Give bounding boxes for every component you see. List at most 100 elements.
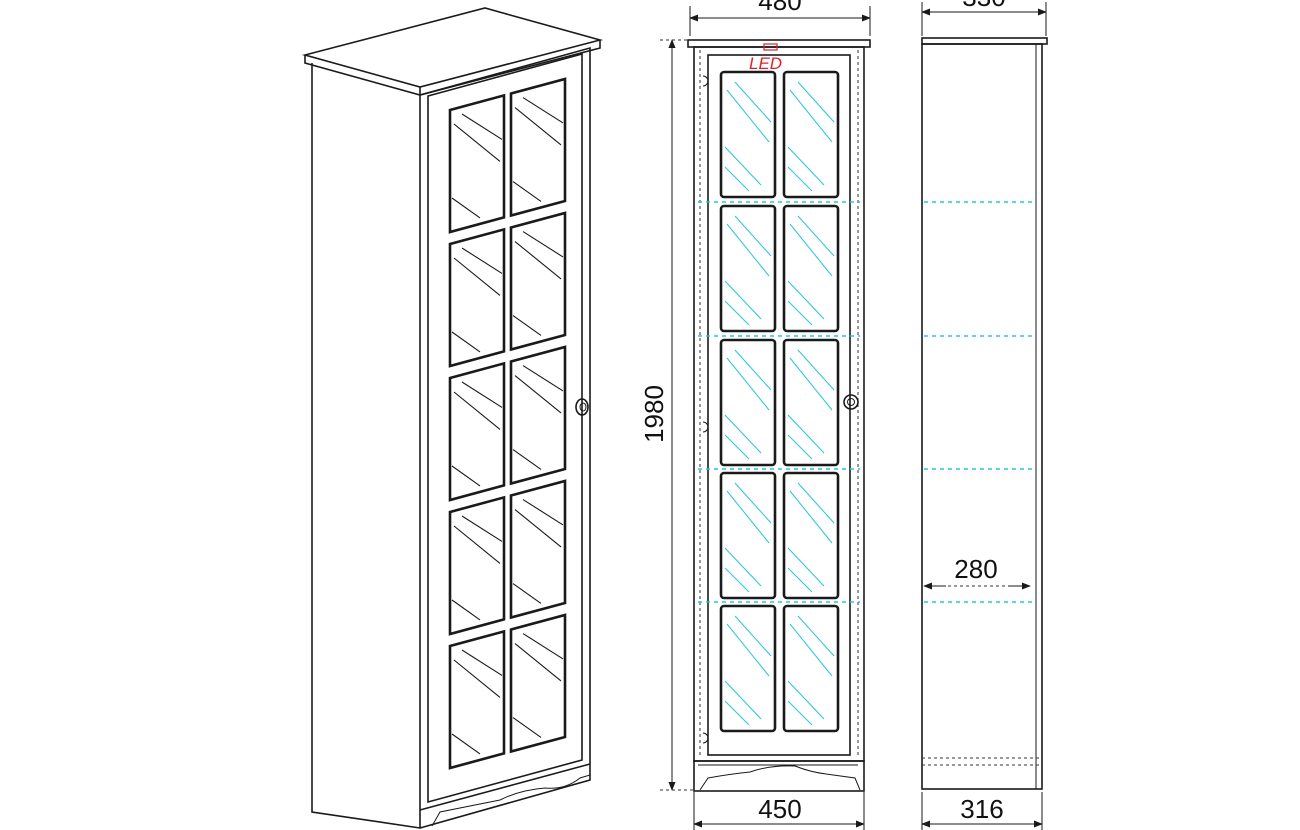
- iso-glare-line: [514, 375, 562, 414]
- iso-glare-line: [512, 583, 542, 604]
- glass-glare-line: [787, 680, 825, 720]
- dimension-shelf-depth: 280: [923, 554, 1031, 590]
- glass-glare-line: [789, 223, 833, 277]
- glass-glare-line: [726, 223, 770, 277]
- glass-glare-line: [797, 349, 835, 391]
- iso-door-knob: [575, 398, 589, 416]
- iso-glare-line: [514, 241, 562, 280]
- iso-glare-line: [461, 247, 503, 274]
- iso-glass-pane: [448, 629, 506, 770]
- front-top-cap: [687, 39, 871, 48]
- iso-front-panel: [419, 46, 591, 829]
- dimension-side-top-depth: 330: [921, 0, 1047, 36]
- iso-glare-line: [514, 107, 562, 146]
- iso-glare-line: [522, 365, 564, 392]
- iso-glare-line: [451, 331, 481, 353]
- iso-glare-line: [522, 499, 564, 526]
- iso-glass-pane: [448, 361, 506, 502]
- iso-glare-line: [453, 123, 501, 162]
- glass-glare-line: [789, 357, 833, 411]
- glass-glare-line: [797, 81, 835, 123]
- led-label: LED: [749, 54, 782, 73]
- iso-plinth: [419, 763, 591, 811]
- dim-316-label: 316: [960, 794, 1003, 824]
- side-view: [921, 37, 1048, 790]
- glass-glare-line: [797, 482, 835, 524]
- dimension-height: 1980: [639, 39, 694, 791]
- glass-glare-line: [724, 300, 750, 326]
- front-shelves: [698, 201, 860, 603]
- iso-glass-pane: [448, 93, 506, 234]
- front-glass-pane: [719, 604, 777, 733]
- dimension-bottom-depth: 316: [921, 792, 1043, 830]
- front-view: LED: [687, 39, 871, 792]
- glass-glare-line: [789, 89, 833, 143]
- dimension-bottom-width: 450: [693, 792, 865, 830]
- front-glass-pane: [719, 70, 777, 199]
- iso-side-panel: [311, 63, 421, 829]
- iso-glare-line: [514, 509, 562, 548]
- glass-glare-line: [724, 414, 762, 454]
- dim-330-label: 330: [962, 0, 1005, 12]
- glass-glare-line: [734, 215, 772, 257]
- iso-glass-pane: [509, 613, 567, 754]
- iso-glare-line: [451, 465, 481, 487]
- iso-glare-line: [514, 643, 562, 682]
- front-glass-pane: [782, 70, 840, 199]
- iso-door: [427, 52, 583, 804]
- glass-glare-line: [787, 280, 825, 320]
- glass-glare-line: [724, 680, 762, 720]
- glass-glare-line: [787, 567, 813, 593]
- iso-glare-line: [451, 599, 481, 621]
- glass-glare-line: [787, 146, 825, 186]
- glass-glare-line: [797, 615, 835, 657]
- iso-glass-panes: [448, 77, 567, 770]
- glass-glare-line: [787, 414, 825, 454]
- front-glass-pane: [719, 338, 777, 467]
- iso-glass-pane: [509, 211, 567, 352]
- dim-450-label: 450: [758, 794, 801, 824]
- glass-glare-line: [724, 547, 762, 587]
- glass-glare-line: [724, 434, 750, 460]
- iso-glass-pane: [448, 227, 506, 368]
- iso-glass-pane: [448, 495, 506, 636]
- front-glass-pane: [782, 471, 840, 600]
- glass-glare-line: [726, 357, 770, 411]
- iso-glare-line: [461, 381, 503, 408]
- iso-glare-line: [522, 231, 564, 258]
- side-top-cap: [921, 37, 1048, 45]
- side-body: [921, 43, 1043, 790]
- glass-glare-line: [789, 623, 833, 677]
- iso-glare-line: [451, 197, 481, 219]
- glass-glare-line: [787, 434, 813, 460]
- glass-glare-line: [787, 700, 813, 726]
- glass-glare-line: [726, 490, 770, 544]
- dimension-top-width: 480: [689, 0, 871, 36]
- dim-1980-label: 1980: [639, 385, 669, 443]
- front-plinth: [693, 760, 865, 792]
- glass-glare-line: [726, 623, 770, 677]
- iso-glass-pane: [509, 345, 567, 486]
- iso-glare-line: [453, 391, 501, 430]
- dim-480-label: 480: [758, 0, 801, 16]
- front-door-knob: [843, 394, 859, 410]
- glass-glare-line: [734, 482, 772, 524]
- front-glass-pane: [719, 204, 777, 333]
- dim-280-label: 280: [954, 554, 997, 584]
- isometric-view: [301, 7, 604, 829]
- glass-glare-line: [787, 547, 825, 587]
- glass-glare-line: [724, 146, 762, 186]
- front-glass-pane: [782, 338, 840, 467]
- front-glass-pane: [782, 604, 840, 733]
- iso-glare-line: [453, 257, 501, 296]
- iso-glare-line: [512, 181, 542, 202]
- glass-glare-line: [724, 567, 750, 593]
- glass-glare-line: [789, 490, 833, 544]
- iso-glare-line: [512, 315, 542, 336]
- iso-glare-line: [461, 515, 503, 542]
- glass-glare-line: [724, 700, 750, 726]
- side-shelves: [924, 201, 1034, 603]
- led-light: [763, 43, 778, 51]
- front-glass-pane: [782, 204, 840, 333]
